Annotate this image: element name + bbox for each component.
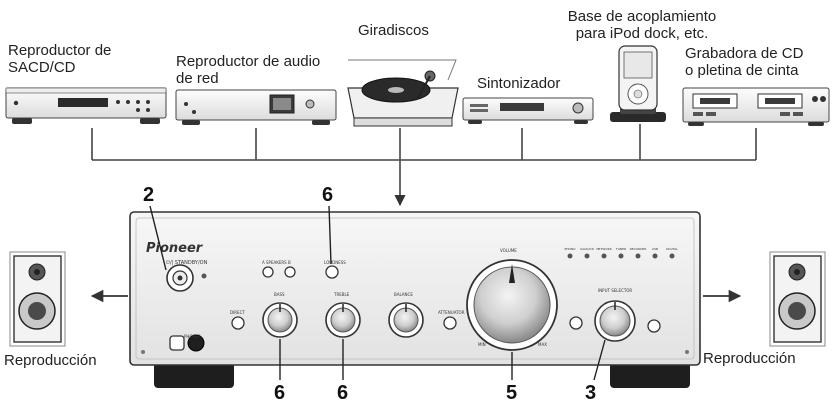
ipod-dock-label: Base de acoplamiento para iPod dock, etc…	[567, 8, 717, 42]
phones-jack-icon	[169, 335, 185, 351]
input-label: PHONO	[564, 247, 576, 251]
connection-lines	[91, 124, 757, 207]
volume-knob[interactable]	[466, 259, 558, 351]
input-indicators	[567, 253, 675, 259]
treble-label: TREBLE	[333, 292, 350, 297]
balance-knob[interactable]	[388, 302, 424, 338]
turntable-icon	[347, 59, 459, 127]
callout-input-selector: 3	[585, 382, 597, 404]
cd-recorder-label: Grabadora de CD o pletina de cinta	[685, 45, 804, 79]
balance-label: BALANCE	[394, 292, 413, 297]
brand-logo: Pioneer	[146, 241, 204, 256]
network-audio-player-icon	[175, 89, 337, 125]
ipod-dock-icon	[610, 45, 666, 122]
speakers-a-button[interactable]	[262, 266, 274, 278]
callout-volume: 5	[506, 382, 518, 404]
tuner-icon	[462, 97, 594, 124]
loudness-button[interactable]	[325, 265, 339, 279]
volume-max-label: MAX	[538, 342, 547, 347]
standby-indicator-icon	[201, 273, 207, 279]
tuner-label: Sintonizador	[477, 75, 561, 92]
standby-on-button[interactable]	[166, 264, 194, 292]
amplifier	[129, 211, 701, 388]
callout-standby: 2	[143, 184, 155, 206]
input-selector-label: INPUT SELECTOR	[598, 288, 632, 293]
input-selector-knob[interactable]	[594, 300, 636, 342]
volume-min-label: MIN	[478, 342, 486, 347]
attenuator-button[interactable]	[443, 316, 457, 330]
phones-label: PHONES	[184, 334, 201, 339]
cd-recorder-cassette-deck-icon	[682, 87, 830, 126]
callout-bass: 6	[274, 382, 286, 404]
callout-lines	[149, 205, 606, 381]
volume-label: VOLUME	[500, 248, 517, 253]
bass-label: BASS	[274, 292, 285, 297]
input-label: TUNER	[615, 247, 626, 251]
attenuator-label: ATTENUATOR	[438, 310, 465, 315]
right-output-label: Reproducción	[703, 350, 796, 367]
standby-label: ⏻/| STANDBY/ON	[166, 260, 208, 266]
phones-socket-icon	[187, 334, 205, 352]
callout-treble: 6	[337, 382, 349, 404]
direct-label: DIRECT	[230, 310, 245, 315]
left-output-label: Reproducción	[4, 352, 97, 369]
left-speaker-icon	[9, 251, 66, 347]
loudness-label: LOUDNESS	[324, 260, 346, 265]
turntable-label: Giradiscos	[358, 22, 429, 39]
treble-knob[interactable]	[325, 302, 361, 338]
direct-button[interactable]	[231, 316, 245, 330]
input-label: RECORDER	[630, 247, 647, 251]
bass-knob[interactable]	[262, 302, 298, 338]
speakers-b-button[interactable]	[284, 266, 296, 278]
callout-loudness: 6	[322, 184, 334, 206]
input-label: SACD/CD	[580, 247, 594, 251]
sacd-cd-player-label: Reproductor de SACD/CD	[8, 42, 112, 76]
power-amp-direct-button[interactable]	[647, 319, 661, 333]
input-label: NETWORK	[596, 247, 612, 251]
input-label: USB	[652, 247, 658, 251]
network-audio-player-label: Reproductor de audio de red	[176, 53, 321, 87]
speakers-label: A SPEAKERS B	[262, 260, 291, 265]
right-speaker-icon	[769, 251, 826, 347]
sacd-cd-player-icon	[5, 87, 167, 124]
input-label: DIGITAL	[666, 247, 678, 251]
castoff-button[interactable]	[569, 316, 583, 330]
